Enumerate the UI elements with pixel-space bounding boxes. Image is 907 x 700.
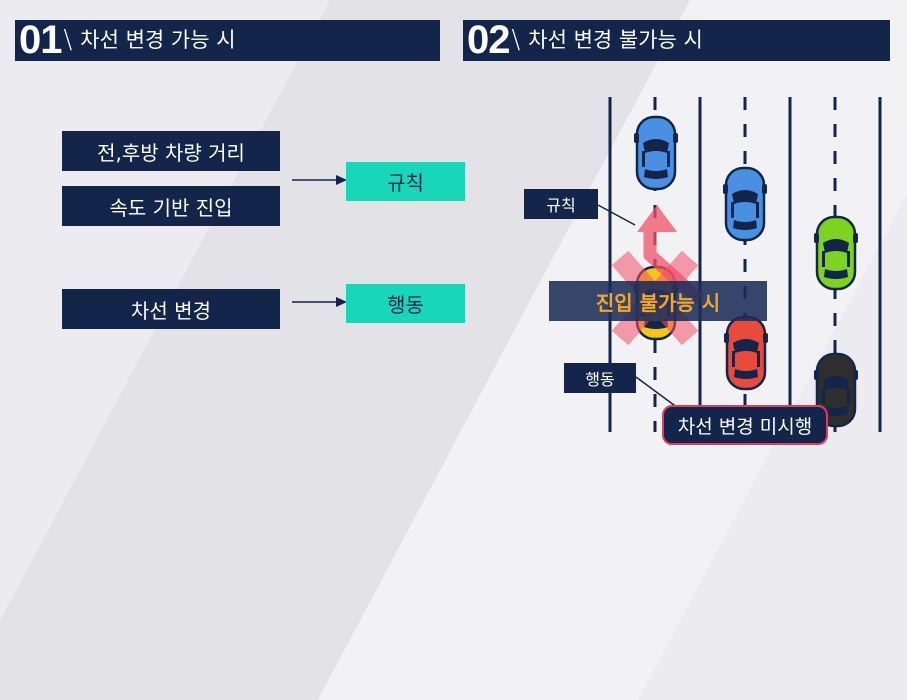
car-icon-green bbox=[812, 215, 860, 291]
action-label: 행동 bbox=[346, 284, 465, 323]
section-1-number: 01 bbox=[19, 18, 62, 62]
leader-line-rule bbox=[597, 204, 636, 226]
arrow-right-icon bbox=[292, 297, 347, 307]
car-icon-blue-front bbox=[632, 115, 680, 191]
section-2-header: 02 \ 차선 변경 불가능 시 bbox=[463, 20, 890, 61]
section-2-number: 02 bbox=[467, 18, 510, 62]
section-1-header: 01 \ 차선 변경 가능 시 bbox=[15, 20, 440, 61]
road-illustration bbox=[597, 97, 882, 432]
rule-label: 규칙 bbox=[346, 162, 465, 201]
rule-box-speed: 속도 기반 진입 bbox=[62, 186, 280, 226]
section-1-title: 차선 변경 가능 시 bbox=[80, 28, 236, 52]
action-box-lane-change: 차선 변경 bbox=[62, 289, 280, 329]
arrow-right-icon bbox=[292, 175, 347, 185]
section-2-slash: \ bbox=[511, 25, 521, 55]
car-icon-red bbox=[722, 315, 770, 391]
entry-impossible-banner: 진입 불가능 시 bbox=[549, 281, 767, 321]
rule-box-distance: 전,후방 차량 거리 bbox=[62, 131, 280, 171]
section-2-title: 차선 변경 불가능 시 bbox=[528, 28, 703, 52]
result-lane-change-not-executed: 차선 변경 미시행 bbox=[662, 405, 828, 445]
action-tag: 행동 bbox=[564, 363, 636, 393]
section-1-slash: \ bbox=[63, 25, 73, 55]
car-icon-blue-right bbox=[721, 166, 769, 242]
leader-line-action bbox=[635, 376, 679, 409]
rule-tag: 규칙 bbox=[524, 189, 598, 219]
